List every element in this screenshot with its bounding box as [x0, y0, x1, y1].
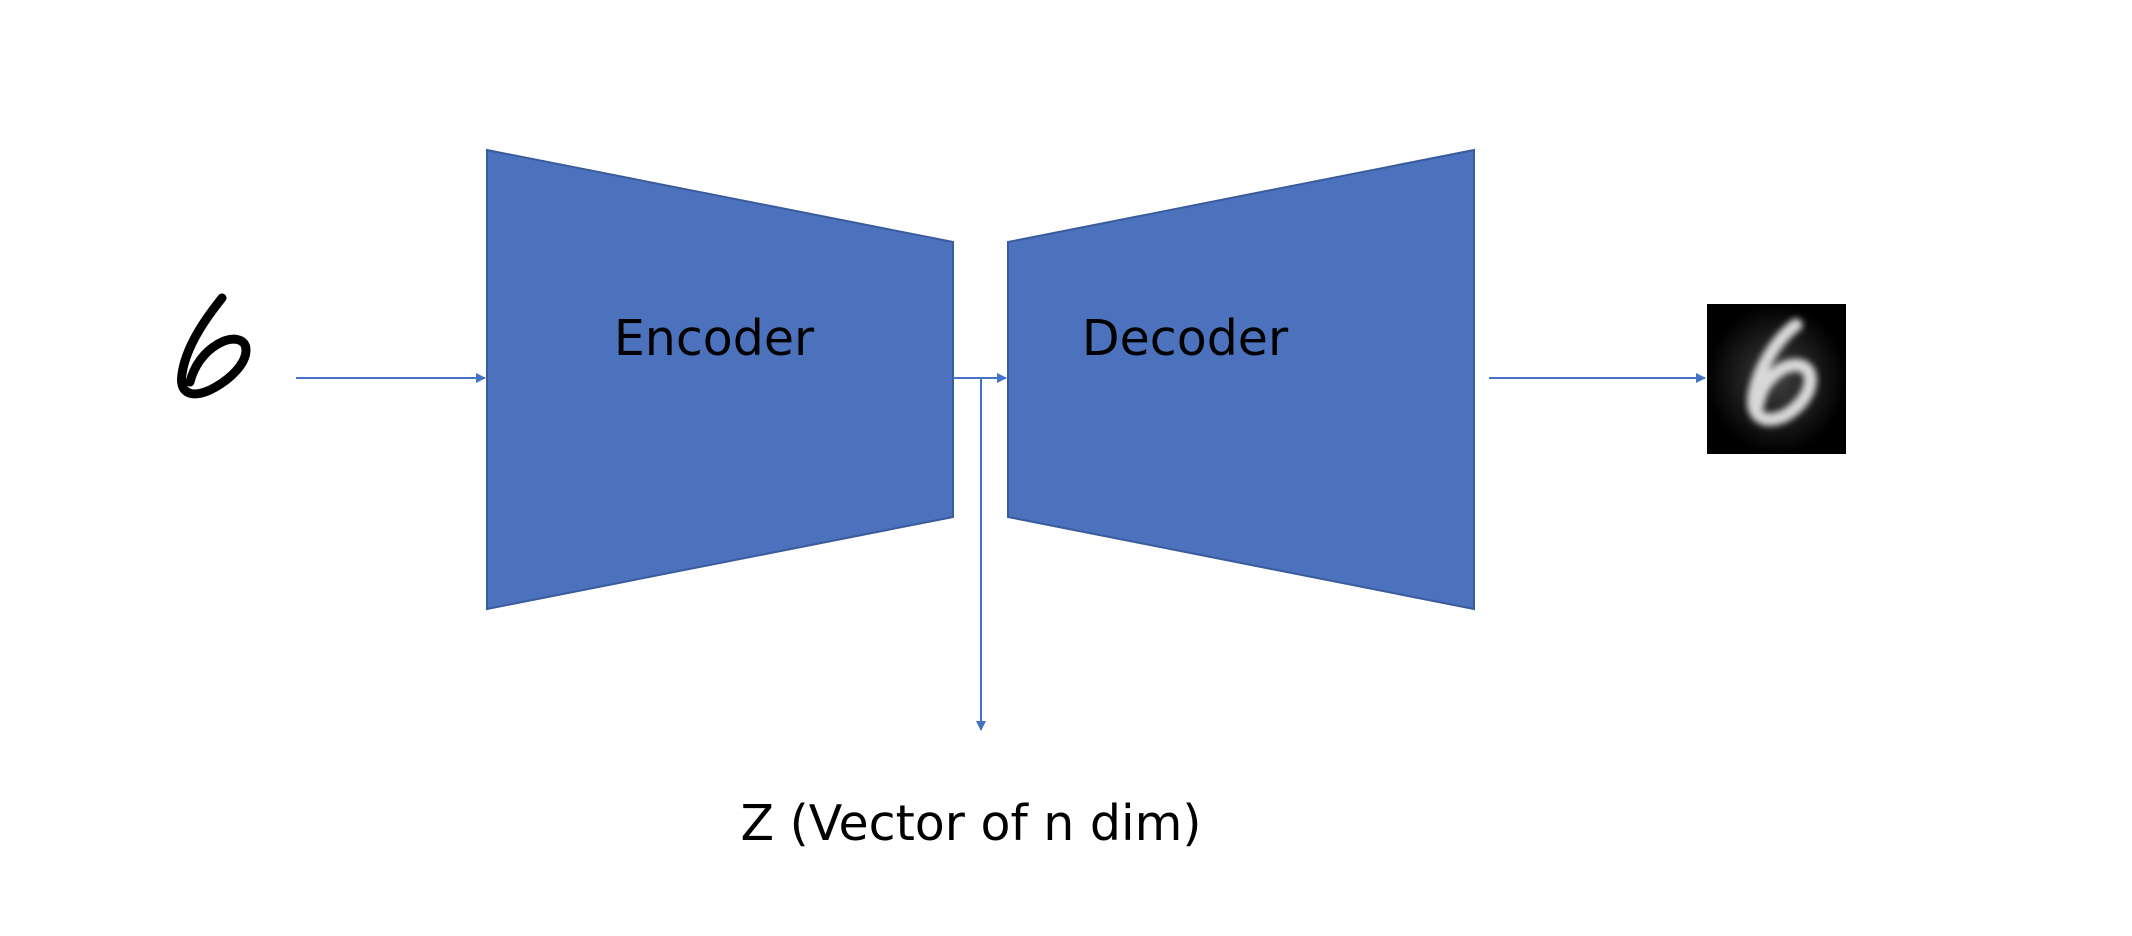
decoder-label: Decoder	[1082, 310, 1289, 367]
latent-vector-label: Z (Vector of n dim)	[741, 795, 1202, 852]
decoder-block	[1007, 148, 1475, 611]
encoder-block	[486, 148, 954, 611]
input-digit-image	[177, 293, 251, 399]
output-digit-image	[1707, 304, 1846, 454]
encoder-label: Encoder	[614, 310, 815, 367]
